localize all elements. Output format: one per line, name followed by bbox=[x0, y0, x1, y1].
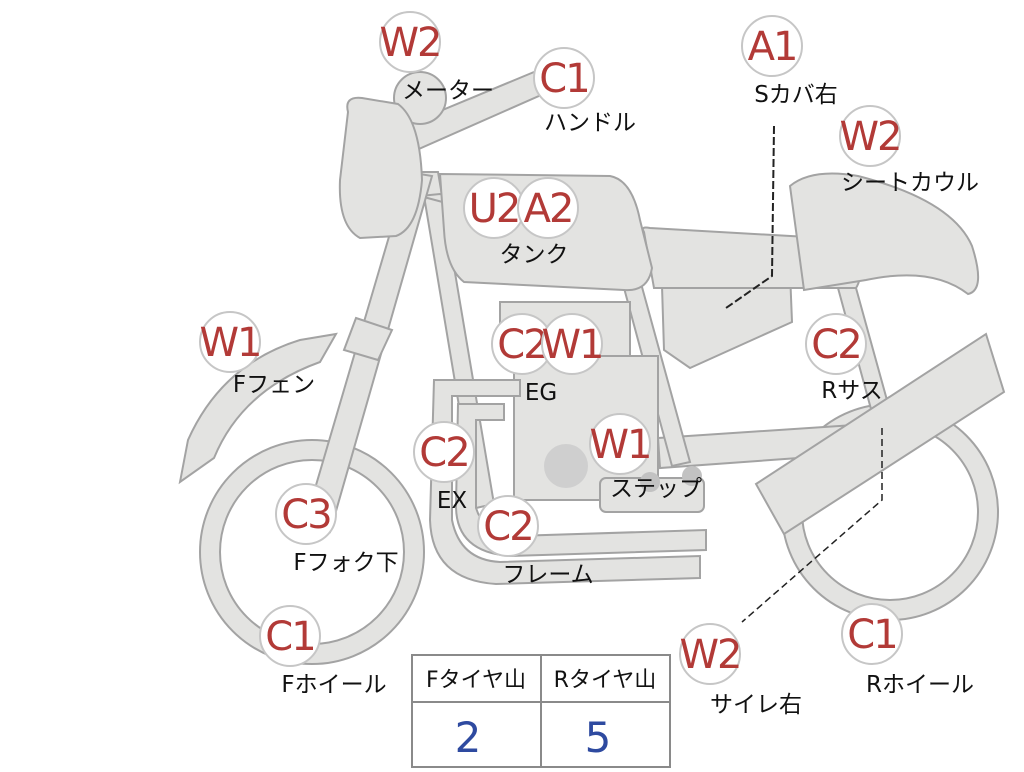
badge-circle bbox=[589, 413, 651, 475]
badge-step-w1: W1 bbox=[589, 413, 653, 475]
badge-circle bbox=[541, 313, 603, 375]
label-f-fork: Fフォク下 bbox=[293, 550, 398, 576]
badge-code: U2 bbox=[469, 186, 520, 232]
badge-meter-w2: W2 bbox=[379, 11, 443, 73]
fork-cover bbox=[342, 316, 394, 362]
label-frame: フレーム bbox=[502, 562, 593, 588]
badge-eg-w1: W1 bbox=[541, 313, 605, 375]
label-s-cover-r: Sカバ右 bbox=[754, 82, 838, 108]
label-silencer-r: サイレ右 bbox=[710, 692, 802, 718]
label-eg: EG bbox=[525, 380, 557, 406]
label-r-wheel: Rホイール bbox=[866, 672, 974, 698]
label-seat-cowl: シートカウル bbox=[841, 170, 979, 196]
leader-lines bbox=[725, 125, 883, 623]
badge-circle bbox=[533, 47, 595, 109]
badge-silencer-r-w2: W2 bbox=[679, 623, 743, 685]
badge-code: C2 bbox=[419, 430, 468, 476]
badge-f-fork-c3: C3 bbox=[275, 483, 337, 545]
badge-code: C3 bbox=[281, 492, 330, 538]
label-f-fender: Fフェン bbox=[233, 372, 315, 398]
badge-frame-c2: C2 bbox=[477, 495, 539, 557]
tire-header-front: Fタイヤ山 bbox=[426, 668, 526, 693]
step bbox=[599, 466, 705, 513]
front-fender bbox=[178, 332, 338, 485]
label-tank: タンク bbox=[500, 242, 569, 268]
badge-circle bbox=[839, 105, 901, 167]
motorcycle-silhouette bbox=[178, 65, 1006, 665]
badge-circle bbox=[741, 15, 803, 77]
badge-circle bbox=[379, 11, 441, 73]
badge-seat-cowl-w2: W2 bbox=[839, 105, 903, 167]
badge-code: W2 bbox=[840, 114, 901, 160]
badge-code: C2 bbox=[811, 322, 860, 368]
badge-code: A1 bbox=[748, 24, 797, 70]
label-ex: EX bbox=[437, 488, 468, 514]
badge-code: W1 bbox=[542, 322, 603, 368]
leader-s-cover bbox=[725, 125, 775, 309]
badge-circle bbox=[517, 177, 579, 239]
badge-code: C1 bbox=[265, 614, 314, 660]
badge-circle bbox=[477, 495, 539, 557]
badge-code: W2 bbox=[680, 632, 741, 678]
badge-code: C1 bbox=[539, 56, 588, 102]
tire-tread-table: Fタイヤ山 Rタイヤ山 2 5 bbox=[411, 654, 671, 768]
badge-ex-c2: C2 bbox=[413, 421, 475, 483]
headlight-cowl bbox=[338, 96, 424, 240]
label-step: ステップ bbox=[610, 476, 702, 502]
label-r-sus: Rサス bbox=[821, 378, 883, 404]
badge-circle bbox=[841, 603, 903, 665]
badge-handle-c1: C1 bbox=[533, 47, 595, 109]
badge-circle bbox=[413, 421, 475, 483]
badge-code: C2 bbox=[483, 504, 532, 550]
badge-s-cover-r-a1: A1 bbox=[741, 15, 803, 77]
badge-f-fender-w1: W1 bbox=[199, 311, 263, 373]
silencer bbox=[754, 332, 1006, 536]
seat-cowl bbox=[788, 172, 979, 296]
label-meter: メーター bbox=[402, 78, 494, 104]
label-handle: ハンドル bbox=[544, 110, 636, 136]
badge-code: A2 bbox=[524, 186, 573, 232]
badge-code: W2 bbox=[380, 20, 441, 66]
badge-circle bbox=[259, 605, 321, 667]
meter bbox=[393, 71, 447, 125]
badge-f-wheel-c1: C1 bbox=[259, 605, 321, 667]
badge-circle bbox=[679, 623, 741, 685]
badge-circle bbox=[199, 311, 261, 373]
badge-code: C2 bbox=[497, 322, 546, 368]
badge-tank-u2: U2 bbox=[463, 177, 525, 239]
tire-value-rear: 5 bbox=[585, 713, 612, 762]
badge-tank-a2: A2 bbox=[517, 177, 579, 239]
badge-code: W1 bbox=[590, 422, 651, 468]
badge-code: C1 bbox=[847, 612, 896, 658]
badge-r-sus-c2: C2 bbox=[805, 313, 867, 375]
leader-silencer bbox=[741, 428, 883, 623]
front-wheel bbox=[199, 439, 425, 665]
badge-eg-c2: C2 bbox=[491, 313, 553, 375]
tire-header-rear: Rタイヤ山 bbox=[554, 668, 657, 693]
tire-value-front: 2 bbox=[455, 713, 482, 762]
badge-code: W1 bbox=[200, 320, 261, 366]
badge-r-wheel-c1: C1 bbox=[841, 603, 903, 665]
badge-circle bbox=[805, 313, 867, 375]
engine bbox=[499, 301, 659, 501]
label-f-wheel: Fホイール bbox=[281, 672, 386, 698]
badge-circle bbox=[275, 483, 337, 545]
